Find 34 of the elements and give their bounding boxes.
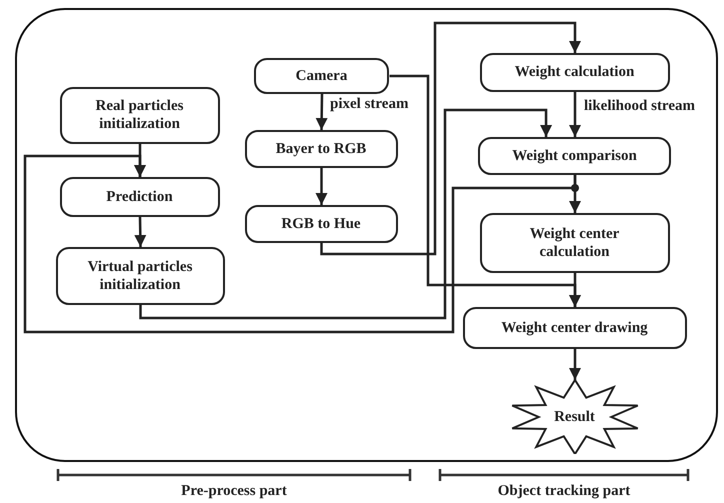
arrow xyxy=(134,216,146,248)
arrow xyxy=(139,108,552,320)
box-label: Virtual particles initialization xyxy=(86,258,194,294)
process-box xyxy=(56,246,224,304)
process-box xyxy=(60,176,220,216)
process-box xyxy=(462,306,686,348)
arrow xyxy=(316,94,328,130)
process-box xyxy=(478,136,671,174)
process-box xyxy=(480,52,670,92)
process-box xyxy=(60,86,220,144)
box-label: Weight comparison xyxy=(511,146,638,164)
box-label: Bayer to RGB xyxy=(274,140,368,158)
arrow xyxy=(316,168,328,205)
box-label: Weight center calculation xyxy=(528,224,620,260)
section-label: Pre-process part xyxy=(180,483,288,500)
arrow xyxy=(569,92,581,137)
arrow xyxy=(569,273,581,307)
box-label: RGB to Hue xyxy=(280,214,362,232)
box-label: Weight calculation xyxy=(514,63,636,81)
arrow xyxy=(569,349,581,380)
box-label: Result xyxy=(553,408,596,426)
box-label: Prediction xyxy=(105,188,174,206)
edge-label: pixel stream xyxy=(330,96,408,112)
process-box xyxy=(254,58,389,94)
section-label: Object tracking part xyxy=(496,483,632,500)
process-box xyxy=(244,130,398,168)
process-box xyxy=(244,204,398,242)
arrow xyxy=(24,154,576,334)
frame-outline xyxy=(15,8,718,462)
box-label: Real particles initialization xyxy=(94,97,184,133)
box-label: Weight center drawing xyxy=(500,318,649,336)
process-box xyxy=(480,212,670,272)
box-label: Camera xyxy=(294,66,348,84)
arrow xyxy=(320,22,581,256)
